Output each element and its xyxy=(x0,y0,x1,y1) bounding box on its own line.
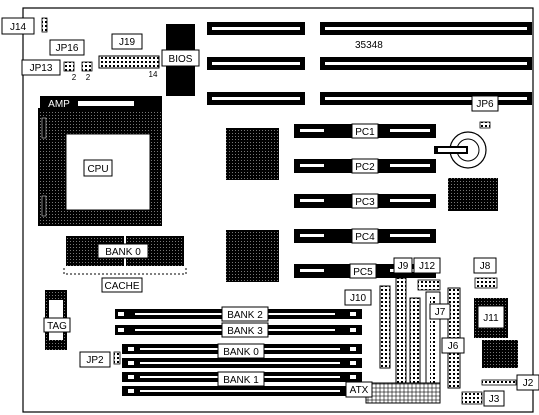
battery xyxy=(434,131,487,169)
pci-slot-label-1: PC1 xyxy=(355,127,375,138)
socket-brand: AMP xyxy=(48,99,70,110)
j8-label: J8 xyxy=(480,261,491,272)
cache-label: CACHE xyxy=(104,281,139,292)
j14-connector xyxy=(41,17,48,33)
j2-label: J2 xyxy=(523,378,534,389)
j3-label: J3 xyxy=(489,394,500,405)
j2-header xyxy=(481,379,517,386)
j9-header xyxy=(395,277,407,385)
jp13-label: JP13 xyxy=(30,63,53,74)
cpu-label: CPU xyxy=(87,164,108,175)
jp16-jumper xyxy=(81,61,93,72)
pci-slot-label-3: PC3 xyxy=(355,197,375,208)
tag-label: TAG xyxy=(47,321,67,332)
pci-slot-label-5: PC5 xyxy=(353,267,373,278)
j19-header xyxy=(98,55,160,69)
jp16-pin-label: 2 xyxy=(86,73,91,82)
atx-connector xyxy=(365,382,441,404)
simm-bank-label-3: BANK 3 xyxy=(227,326,263,337)
j9-label: J9 xyxy=(398,261,409,272)
chipset xyxy=(226,128,498,282)
j7-header xyxy=(409,297,421,387)
port-block xyxy=(482,340,518,368)
board-part-number: 35348 xyxy=(355,40,383,51)
j14-label: J14 xyxy=(10,22,27,33)
j6-label: J6 xyxy=(448,341,459,352)
bios-label: BIOS xyxy=(169,54,193,65)
jp13-pin-label: 2 xyxy=(72,73,77,82)
jp6-jumper xyxy=(479,121,491,129)
j10-header xyxy=(379,285,391,369)
j19-pin-label: 14 xyxy=(149,70,158,79)
j3-header xyxy=(461,391,483,405)
j11-label: J11 xyxy=(483,313,499,324)
jp2-jumper xyxy=(113,351,121,365)
simm-bank-label-0: BANK 0 xyxy=(223,347,259,358)
jp13-jumper xyxy=(63,61,75,72)
simm-bank-label-2: BANK 2 xyxy=(227,310,263,321)
jp2-label: JP2 xyxy=(86,355,104,366)
j7-label: J7 xyxy=(435,307,446,318)
j19-label: J19 xyxy=(119,37,136,48)
pci-slot-label-2: PC2 xyxy=(355,162,375,173)
j12-label: J12 xyxy=(419,261,436,272)
j10-label: J10 xyxy=(350,293,367,304)
jp6-label: JP6 xyxy=(476,99,494,110)
j8-header xyxy=(474,277,498,289)
simm-bank-label-1: BANK 1 xyxy=(223,375,259,386)
cache-bank-label: BANK 0 xyxy=(105,247,141,258)
atx-label: ATX xyxy=(350,385,369,396)
j12-header xyxy=(417,279,441,291)
pci-slot-label-4: PC4 xyxy=(355,232,375,243)
jp16-label: JP16 xyxy=(56,43,79,54)
